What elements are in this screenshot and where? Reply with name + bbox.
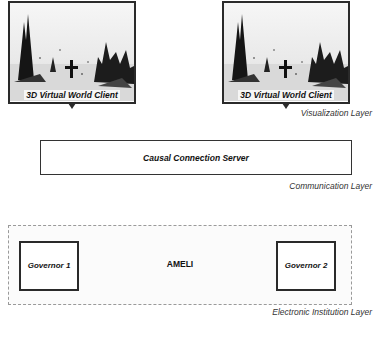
node-label: Governor 2 bbox=[283, 261, 329, 271]
node-label: 3D Virtual World Client bbox=[224, 90, 348, 101]
client-box: 3D Virtual World Client bbox=[8, 1, 136, 104]
node-label: 3D Virtual World Client bbox=[10, 90, 134, 101]
node-label: Governor 1 bbox=[26, 261, 72, 271]
client-box: 3D Virtual World Client bbox=[222, 1, 350, 104]
node-label: Causal Connection Server bbox=[143, 153, 249, 163]
governor-box: Governor 1 bbox=[19, 241, 79, 291]
governor-box: Governor 2 bbox=[276, 241, 336, 291]
layer-label: Electronic Institution Layer bbox=[272, 307, 372, 317]
layer-label: Communication Layer bbox=[289, 181, 372, 191]
virtual-world-picture bbox=[10, 2, 134, 101]
institution-band: AMELIGovernor 1Governor 2 bbox=[8, 225, 352, 305]
server-box: Causal Connection Server bbox=[40, 140, 352, 175]
layer-label: Visualization Layer bbox=[301, 108, 372, 118]
